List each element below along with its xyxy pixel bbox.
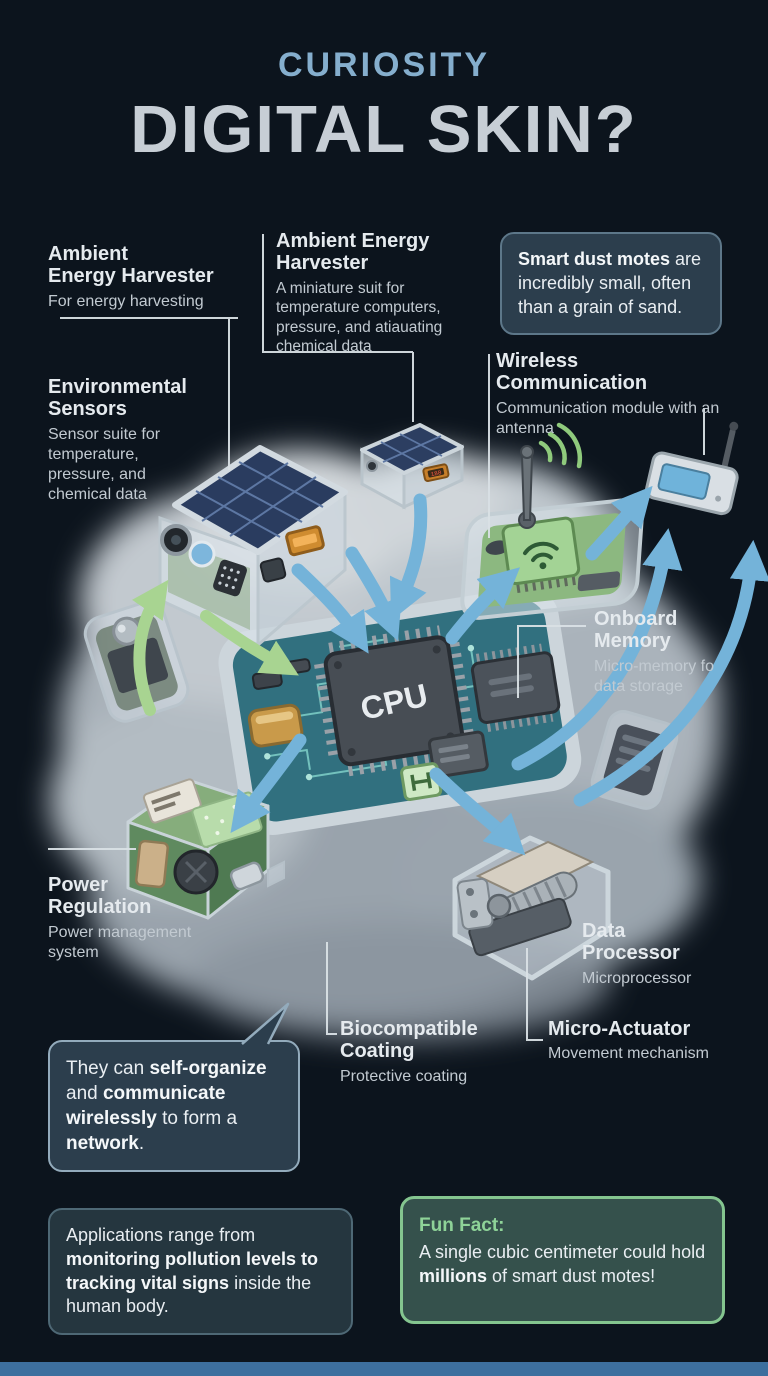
callout-desc: For energy harvesting — [48, 292, 204, 310]
callout-title: Micro-Actuator — [548, 1018, 691, 1040]
callout-title: Wireless Communication — [496, 350, 648, 395]
leader-lines — [48, 234, 705, 1041]
callout-power-regulation: Power Regulation Power management system — [48, 874, 238, 963]
fun-fact-heading: Fun Fact: — [419, 1215, 505, 1236]
arrow-solar-to-board-green — [200, 610, 299, 676]
fun-fact-text: A single cubic centimeter could hold mil… — [419, 1242, 706, 1286]
callout-title: Power Regulation — [48, 874, 152, 919]
blue-arrows — [230, 485, 768, 856]
callout-desc: Protective coating — [340, 1067, 468, 1085]
signal-waves-icon — [538, 422, 583, 469]
wifi-icon — [523, 541, 559, 563]
arrow-board-to-power — [230, 733, 307, 834]
mini-solar-device: 188 — [360, 423, 464, 510]
arrow-solar-to-board — [291, 563, 369, 654]
arrow-mote-to-solar — [132, 579, 169, 716]
callout-environmental-sensors: Environmental Sensors Sensor suite for t… — [48, 376, 208, 505]
callout-desc: Communication module with an antenna — [496, 399, 720, 437]
main-board: CPU — [218, 586, 582, 836]
callout-desc: Microprocessor — [582, 969, 692, 987]
solar-sensor-device — [158, 445, 348, 649]
callout-title: Ambient Energy Harvester — [48, 243, 214, 288]
arrow-board-to-wireless — [445, 567, 521, 645]
callout-ambient-energy-harvester-1: Ambient Energy Harvester For energy harv… — [48, 243, 248, 312]
callout-title: Environmental Sensors — [48, 376, 187, 421]
callout-title: Data Processor — [582, 920, 680, 965]
svg-text:188: 188 — [430, 469, 442, 478]
callout-biocompatible-coating: Biocompatible Coating Protective coating — [340, 1018, 520, 1087]
fun-fact-box: Fun Fact: A single cubic centimeter coul… — [400, 1196, 725, 1324]
page-title: DIGITAL SKIN? — [130, 92, 638, 167]
callout-desc: A miniature suit for temperature compute… — [276, 279, 443, 355]
callout-desc: Micro-memory fo data storage — [594, 657, 715, 695]
callout-desc: Sensor suite for temperature, pressure, … — [48, 425, 161, 503]
header: CURIOSITY DIGITAL SKIN? — [0, 0, 768, 168]
orange-display — [285, 525, 325, 557]
router-device — [645, 421, 739, 516]
arrow-wireless-to-router — [585, 485, 653, 561]
speaker-grille-icon — [213, 559, 247, 597]
footer-bar — [0, 1362, 768, 1376]
arrow-mote-to-board — [389, 493, 428, 621]
callout-desc: Movement mechanism — [548, 1045, 709, 1063]
speech-bubble-network-fact: They can self-organize and communicate w… — [48, 1040, 300, 1173]
callout-micro-actuator: Micro-Actuator Movement mechanism — [548, 1018, 733, 1064]
arrow-into-cpu — [345, 546, 402, 641]
applications-box: Applications range from monitoring pollu… — [48, 1208, 353, 1335]
bubble-text: Smart dust motes are incredibly small, o… — [518, 249, 702, 317]
callout-wireless-communication: Wireless Communication Communication mod… — [496, 350, 721, 439]
callout-title: Ambient Energy Harvester — [276, 230, 430, 275]
router-screen — [657, 463, 711, 500]
callout-data-processor: Data Processor Microprocessor — [582, 920, 752, 989]
callout-desc: Power management system — [48, 923, 192, 961]
blue-sensor-icon — [188, 540, 216, 568]
arrow-board-to-actuator — [429, 767, 526, 856]
arrow-arc-right-1 — [511, 528, 683, 771]
micro-actuator-device — [452, 835, 611, 981]
wifi-chip — [501, 516, 581, 594]
bubble-text: They can self-organize and communicate w… — [66, 1058, 267, 1155]
callout-ambient-energy-harvester-2: Ambient Energy Harvester A miniature sui… — [276, 230, 481, 356]
callout-title: Onboard Memory — [594, 608, 678, 653]
kicker-title: CURIOSITY — [277, 46, 491, 84]
arrow-arc-right-2 — [573, 539, 768, 807]
applications-text: Applications range from monitoring pollu… — [66, 1225, 318, 1317]
cpu-chip: CPU — [314, 625, 475, 777]
green-arrows — [132, 579, 299, 716]
callout-title: Biocompatible Coating — [340, 1018, 478, 1063]
speech-bubble-size-fact: Smart dust motes are incredibly small, o… — [500, 232, 722, 336]
callout-onboard-memory: Onboard Memory Micro-memory fo data stor… — [594, 608, 744, 697]
antenna-icon — [518, 445, 536, 529]
